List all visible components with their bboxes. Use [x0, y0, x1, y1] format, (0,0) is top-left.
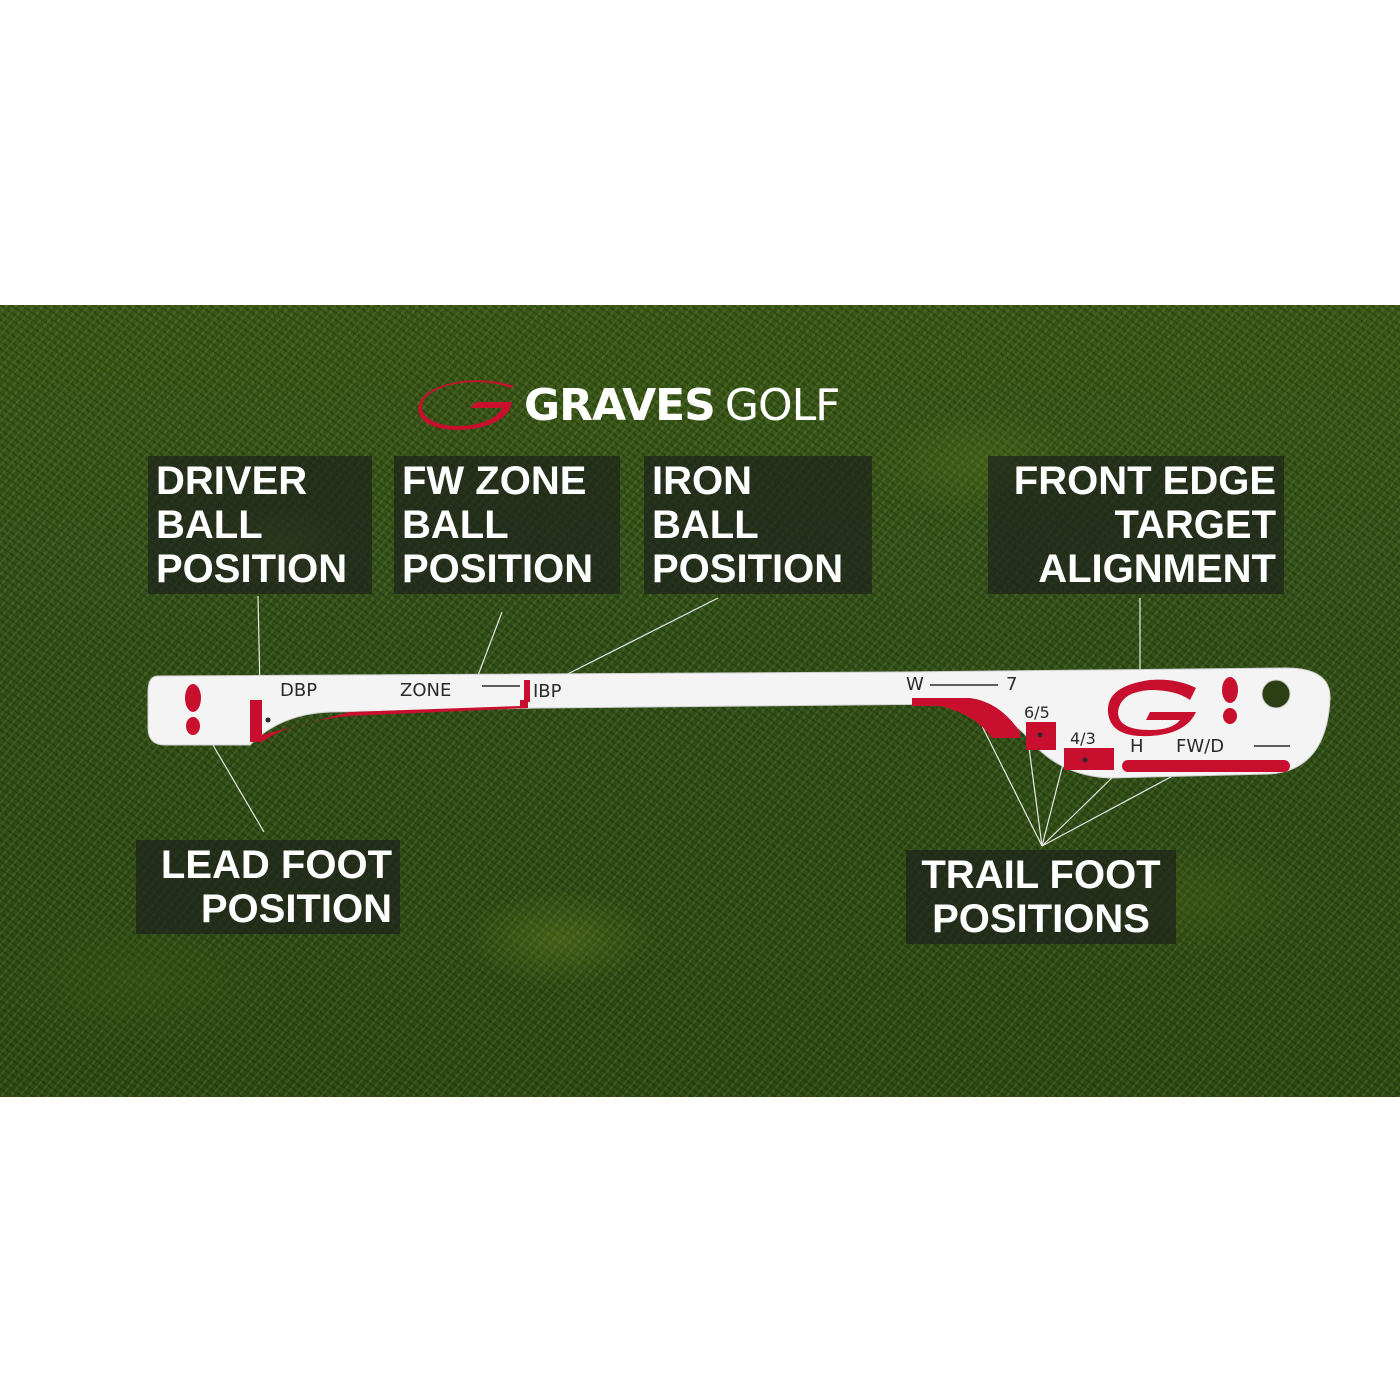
callout-trail-foot-positions: TRAIL FOOT POSITIONS — [906, 850, 1176, 944]
stick-label-4-3: 4/3 — [1070, 729, 1096, 748]
stick-label-dbp: DBP — [280, 680, 317, 701]
brand-name-light: GOLF — [724, 379, 841, 431]
callout-fw-zone-ball-position: FW ZONE BALL POSITION — [394, 456, 620, 594]
stick-label-fw-d: FW/D — [1176, 736, 1224, 757]
stick-red-cutouts — [250, 680, 1290, 772]
trail-foot-icon — [1222, 677, 1238, 724]
stick-label-7: 7 — [1006, 674, 1017, 695]
leader-lines — [209, 595, 1181, 847]
dbp-cutout — [250, 700, 528, 742]
stick-label-h: H — [1130, 736, 1144, 757]
callout-iron-ball-position: IRON BALL POSITION — [644, 456, 872, 594]
fw-d-slot — [1122, 760, 1290, 772]
four-three-box — [1064, 748, 1114, 770]
lead-foot-icon — [185, 684, 201, 735]
callout-front-edge-target-alignment: FRONT EDGE TARGET ALIGNMENT — [988, 456, 1284, 594]
callout-driver-ball-position: DRIVER BALL POSITION — [148, 456, 372, 594]
callout-lead-foot-position: LEAD FOOT POSITION — [136, 840, 400, 934]
brand-name-bold: GRAVES — [524, 379, 716, 431]
stick-label-6-5: 6/5 — [1024, 703, 1050, 722]
stick-printed-lines — [482, 684, 1290, 747]
graves-golf-logo: GRAVES GOLF — [418, 379, 841, 431]
ibp-marker — [524, 680, 530, 702]
stick-label-zone: ZONE — [400, 680, 451, 701]
stick-label-ibp: IBP — [533, 681, 562, 702]
stick-label-w: W — [906, 674, 924, 695]
stick-hole — [1261, 679, 1291, 709]
w7-cutout — [912, 698, 1020, 738]
stick-g-logo-icon — [1107, 679, 1196, 737]
graves-swoosh-icon — [418, 380, 514, 430]
